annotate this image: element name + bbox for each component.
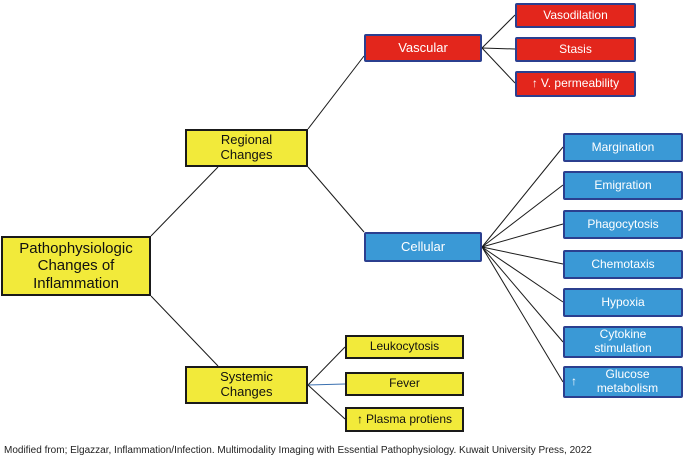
emigration-node: Emigration <box>563 171 683 200</box>
cellular-node: Cellular <box>364 232 482 262</box>
systemic-changes-label: Systemic Changes <box>220 369 273 399</box>
stasis-node: Stasis <box>515 37 636 62</box>
fever-node: Fever <box>345 372 464 396</box>
systemic-to-plasma-line <box>307 384 346 420</box>
root-node: Pathophysiologic Changes of Inflammation <box>1 236 151 296</box>
cellular-to-chemotaxis-line <box>481 246 564 265</box>
root-to-systemic-line <box>150 295 219 367</box>
fever-label: Fever <box>389 376 420 391</box>
systemic-changes-node: Systemic Changes <box>185 366 308 404</box>
systemic-to-leukocytosis-line <box>307 346 346 386</box>
vascular-node: Vascular <box>364 34 482 62</box>
v-permeability-label: V. permeability <box>540 76 620 91</box>
leukocytosis-node: Leukocytosis <box>345 335 464 359</box>
leukocytosis-label: Leukocytosis <box>369 339 440 354</box>
regional-changes-node: Regional Changes <box>185 129 308 167</box>
cytokine-stimulation-label: Cytokine stimulation <box>594 327 652 355</box>
up-arrow-icon: ↑ <box>356 411 363 426</box>
vascular-to-vasodilation-line <box>481 14 516 49</box>
vasodilation-node: Vasodilation <box>515 3 636 28</box>
cellular-to-glucose-line <box>481 246 564 383</box>
emigration-label: Emigration <box>594 177 652 192</box>
hypoxia-label: Hypoxia <box>601 294 645 309</box>
hypoxia-node: Hypoxia <box>563 288 683 317</box>
regional-to-vascular-line <box>307 55 365 130</box>
up-arrow-icon: ↑ <box>571 374 577 389</box>
systemic-to-fever-line <box>307 383 346 386</box>
vasodilation-label: Vasodilation <box>543 7 608 22</box>
v-permeability-node: ↑ V. permeability <box>515 71 636 97</box>
root-label: Pathophysiologic Changes of Inflammation <box>19 240 133 292</box>
cellular-to-emigration-line <box>481 184 564 248</box>
vascular-label: Vascular <box>398 39 448 55</box>
regional-changes-label: Regional Changes <box>220 132 273 162</box>
chemotaxis-node: Chemotaxis <box>563 250 683 279</box>
plasma-proteins-node: ↑ Plasma protiens <box>345 407 464 432</box>
cellular-to-phagocytosis-line <box>481 223 564 248</box>
source-footnote: Modified from; Elgazzar, Inflammation/In… <box>4 445 592 456</box>
root-to-regional-line <box>150 166 219 237</box>
phagocytosis-label: Phagocytosis <box>587 216 659 231</box>
cellular-to-hypoxia-line <box>481 246 564 303</box>
chemotaxis-label: Chemotaxis <box>591 256 655 271</box>
cytokine-stimulation-node: Cytokine stimulation <box>563 326 683 358</box>
phagocytosis-node: Phagocytosis <box>563 210 683 239</box>
vascular-to-permeability-line <box>481 47 516 84</box>
up-arrow-icon: ↑ <box>531 76 538 91</box>
vascular-to-stasis-line <box>481 47 516 50</box>
glucose-metabolism-label: Glucose metabolism <box>596 367 659 395</box>
margination-node: Margination <box>563 133 683 162</box>
stasis-label: Stasis <box>559 41 592 56</box>
glucose-metabolism-node: ↑ Glucose metabolism <box>563 366 683 398</box>
cellular-to-cytokine-line <box>481 246 564 343</box>
plasma-proteins-label: Plasma protiens <box>365 411 453 426</box>
margination-label: Margination <box>591 139 655 154</box>
regional-to-cellular-line <box>307 166 365 233</box>
cellular-to-margination-line <box>481 146 564 248</box>
cellular-label: Cellular <box>400 238 446 254</box>
